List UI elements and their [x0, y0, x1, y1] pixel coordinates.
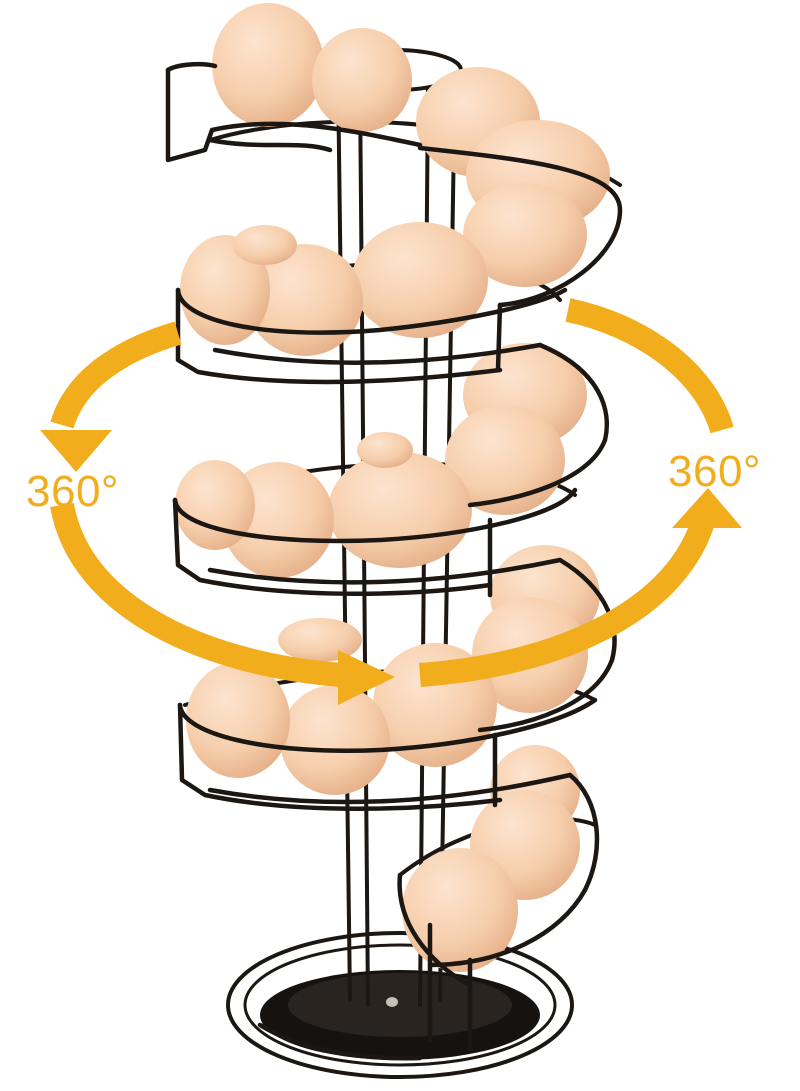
lower-left-rotation-arrow [50, 502, 343, 687]
egg [212, 3, 324, 127]
egg [445, 405, 565, 515]
egg [312, 28, 412, 132]
rotation-label-right: 360° [668, 447, 762, 496]
upper-right-rotation-arrow [565, 298, 734, 434]
rack-base [226, 931, 574, 1079]
spiral-rack-front-wire [165, 61, 623, 1061]
egg [233, 225, 297, 265]
arrowhead-left [40, 430, 112, 472]
egg [357, 432, 413, 468]
egg [278, 618, 362, 662]
egg [175, 460, 255, 550]
arrowhead-right [672, 488, 742, 528]
egg [186, 662, 290, 778]
arrowhead-center [338, 650, 395, 705]
rotation-label-left: 360° [26, 467, 120, 516]
circular-rotation-arrows-icon [50, 298, 734, 687]
egg [463, 183, 587, 287]
egg [247, 244, 363, 356]
egg [352, 222, 488, 338]
left-rotation-arrow [50, 321, 182, 429]
egg [328, 452, 472, 568]
rotation-arrowheads [40, 430, 742, 705]
eggs-group [175, 3, 610, 972]
lower-right-rotation-arrow [419, 511, 717, 687]
egg [180, 235, 270, 345]
egg [280, 685, 390, 795]
